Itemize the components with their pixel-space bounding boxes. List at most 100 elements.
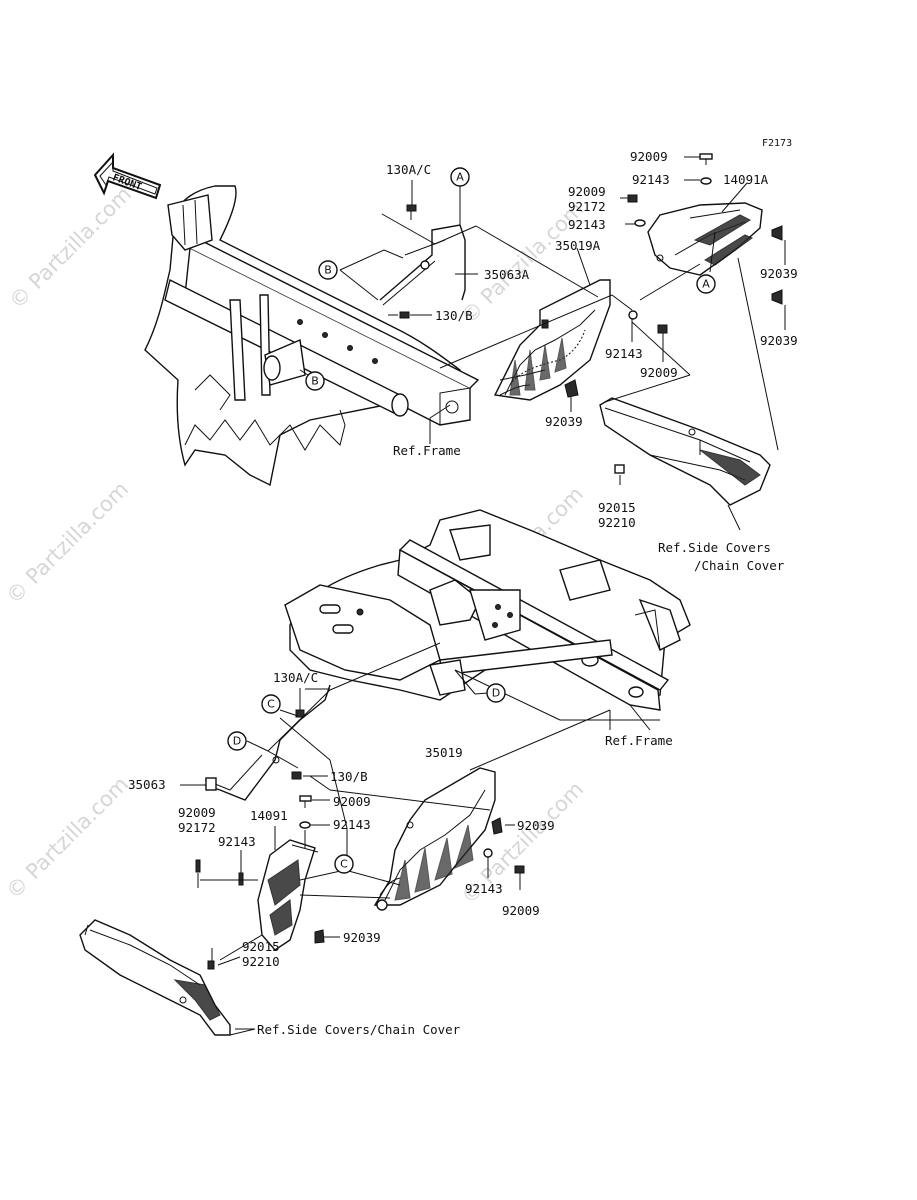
callout-c: C	[334, 854, 354, 874]
cover-14091a	[647, 202, 763, 276]
callout-d: D	[486, 683, 506, 703]
bolt-icon	[195, 859, 201, 873]
part-label: 92210	[598, 515, 636, 530]
watermark: © Partzilla.com	[2, 477, 134, 609]
bolt-icon	[514, 865, 525, 874]
bolt-icon	[299, 795, 312, 808]
svg-text:C: C	[267, 698, 275, 711]
part-label: 130A/C	[273, 670, 318, 685]
part-label: 92143	[605, 346, 643, 361]
washer-icon	[483, 848, 493, 858]
ref-label: Ref.Frame	[605, 733, 673, 748]
clip-icon	[314, 929, 325, 944]
bolt-icon	[627, 194, 638, 203]
part-label: 92009	[630, 149, 668, 164]
part-label: 92039	[343, 930, 381, 945]
chain-cover-bottom	[79, 919, 231, 1036]
cover-35019-shading	[394, 824, 474, 901]
part-label: 92009	[502, 903, 540, 918]
ref-label: Ref.Side Covers	[658, 540, 771, 555]
bottom-leader-lines	[180, 642, 660, 1036]
svg-text:C: C	[340, 858, 348, 871]
part-label: 92210	[242, 954, 280, 969]
washer-icon	[700, 177, 712, 185]
bolt-icon	[406, 204, 417, 220]
clip-icon	[564, 379, 579, 398]
svg-text:A: A	[702, 278, 710, 291]
bottom-callouts: C C D D	[227, 683, 506, 874]
part-label: 92172	[178, 820, 216, 835]
bolt-icon	[388, 311, 410, 319]
callout-b: B	[318, 260, 338, 280]
part-label: 92143	[333, 817, 371, 832]
bolt-icon	[657, 324, 668, 334]
callout-a: A	[450, 167, 470, 187]
cover-35019a-shading	[509, 337, 567, 396]
ref-label: /Chain Cover	[694, 558, 785, 573]
part-label: 92039	[760, 333, 798, 348]
part-label: 92143	[568, 217, 606, 232]
part-label: 130/B	[435, 308, 473, 323]
part-label: 130A/C	[386, 162, 431, 177]
bottom-fasteners	[195, 709, 525, 970]
bottom-labels: 130A/C 130/B 35063 35019 Ref.Frame 92009…	[128, 670, 673, 1037]
svg-text:B: B	[311, 375, 319, 388]
clip-icon	[491, 817, 503, 835]
chain-cover-top	[599, 397, 771, 506]
part-label: 92009	[640, 365, 678, 380]
part-label: 92143	[218, 834, 256, 849]
top-leader-lines	[299, 156, 786, 531]
part-label: 35019A	[555, 238, 601, 253]
part-label: 14091	[250, 808, 288, 823]
part-label: 92039	[517, 818, 555, 833]
part-label: 130/B	[330, 769, 368, 784]
callout-c: C	[261, 694, 281, 714]
nut-icon	[207, 960, 215, 970]
part-label: 92143	[632, 172, 670, 187]
top-fasteners	[388, 153, 783, 474]
watermark: © Partzilla.com	[5, 182, 137, 314]
callout-d: D	[227, 731, 247, 751]
part-label: 35019	[425, 745, 463, 760]
cover-14091	[257, 839, 319, 951]
clip-icon	[771, 225, 783, 241]
cover-35019a	[493, 279, 611, 401]
part-label: 92015	[598, 500, 636, 515]
figure-code: F2173	[762, 138, 792, 149]
washer-icon	[628, 310, 638, 320]
nut-icon	[614, 464, 625, 474]
part-label: 35063	[128, 777, 166, 792]
part-label: 92143	[465, 881, 503, 896]
part-label: 92015	[242, 939, 280, 954]
bolt-icon	[291, 771, 302, 780]
bolt-icon	[699, 153, 713, 165]
cover-35019	[373, 767, 496, 911]
part-label: 92039	[760, 266, 798, 281]
clip-icon	[771, 289, 783, 305]
svg-text:D: D	[492, 687, 500, 700]
bottom-frame-illustration	[284, 509, 691, 711]
part-label: 92172	[568, 199, 606, 214]
washer-icon	[299, 821, 311, 829]
top-callouts: A A B B	[305, 167, 716, 391]
part-label: 92009	[568, 184, 606, 199]
svg-text:A: A	[456, 171, 464, 184]
callout-a: A	[696, 274, 716, 294]
part-label: 92009	[178, 805, 216, 820]
top-labels: 130A/C 35063A 130/B 35019A 92009 92143 1…	[386, 149, 798, 573]
watermark: © Partzilla.com	[2, 772, 134, 904]
ref-label: Ref.Side Covers/Chain Cover	[257, 1022, 461, 1037]
front-arrow-icon: FRONT	[93, 152, 162, 200]
part-label: 14091A	[723, 172, 769, 187]
part-label: 35063A	[484, 267, 530, 282]
svg-text:D: D	[233, 735, 241, 748]
part-label: 92009	[333, 794, 371, 809]
svg-text:B: B	[324, 264, 332, 277]
callout-b: B	[305, 371, 325, 391]
ref-label: Ref.Frame	[393, 443, 461, 458]
bolt-icon	[238, 872, 244, 886]
washer-icon	[634, 219, 646, 227]
top-frame-illustration	[144, 185, 480, 487]
part-label: 92039	[545, 414, 583, 429]
